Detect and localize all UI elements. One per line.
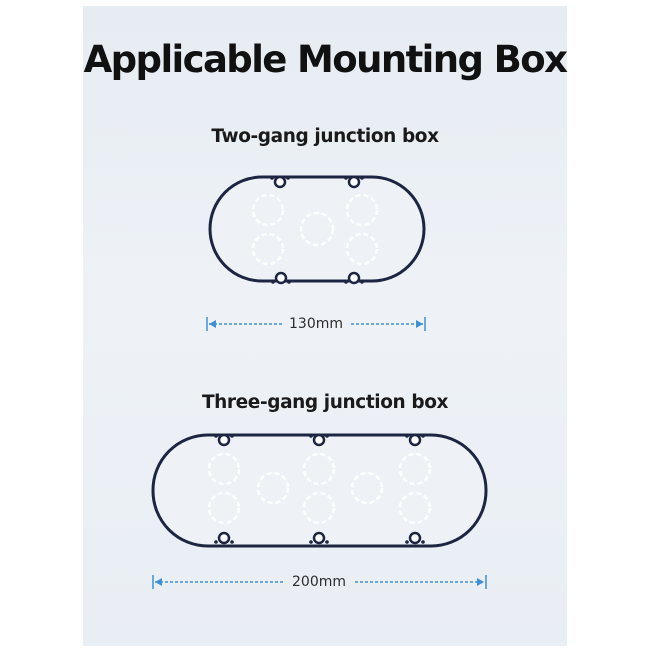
knockout-circle [251,232,285,266]
screw-tab [405,433,425,447]
screw-tab [270,175,290,189]
two-gang-dimension-text: 130mm [289,316,343,332]
knockout-circle [302,491,336,525]
screw-tab [214,531,234,545]
three-gang-dimension-text: 200mm [292,574,346,590]
screw-tab [405,531,425,545]
two-gang-dimension-line [206,317,426,331]
knockout-circle [345,232,379,266]
screw-tab [309,531,329,545]
two-gang-box-outline [208,175,426,283]
two-gang-label: Two-gang junction box [211,126,439,147]
knockout-circle [350,471,384,505]
page-title: Applicable Mounting Box [83,38,568,81]
knockout-circle [398,491,432,525]
three-gang-junction-box [151,433,488,548]
screw-tab [344,175,364,189]
knockout-circle [398,452,432,486]
knockout-circle [207,491,241,525]
knockout-circle [256,471,290,505]
three-gang-box-outline [151,433,488,548]
three-gang-dimension-line [152,575,487,589]
screw-tab [309,433,329,447]
knockout-circle [345,193,379,227]
knockout-circle [207,452,241,486]
knockout-circle [251,193,285,227]
screw-tab [271,271,291,285]
knockout-circle [302,452,336,486]
three-gang-label: Three-gang junction box [201,392,449,413]
screw-tab [214,433,234,447]
knockout-circle [299,211,335,247]
screw-tab [344,271,364,285]
two-gang-junction-box [208,175,426,285]
